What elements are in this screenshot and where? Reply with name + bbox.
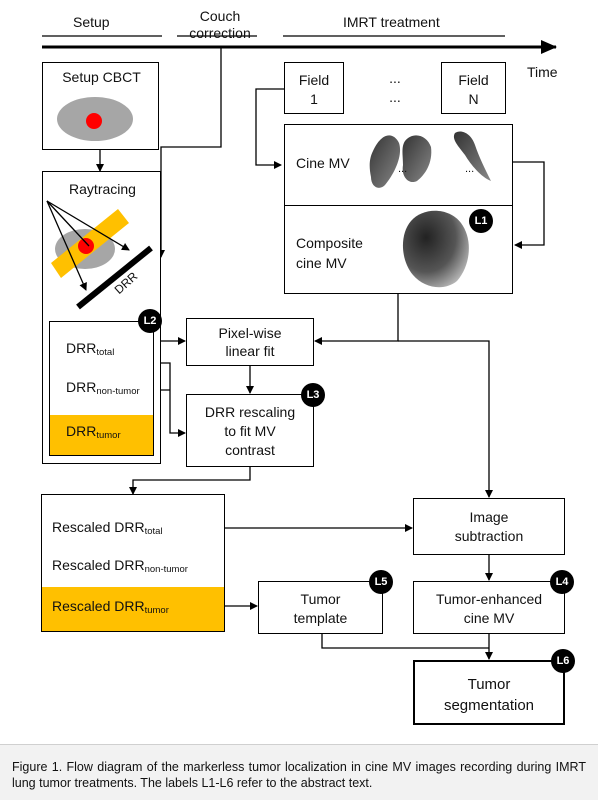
composite-to-subtraction-arrow xyxy=(398,340,493,498)
drr-list-box: DRRtotal DRRnon-tumor DRRtumor xyxy=(49,321,154,456)
rescaled-total-main: Rescaled DRR xyxy=(52,519,145,535)
label-l5-badge: L5 xyxy=(369,570,393,594)
tumor-segmentation-line2: segmentation xyxy=(443,697,535,714)
drr-nontumor-sub: non-tumor xyxy=(96,386,140,397)
setup-cbct-label: Setup CBCT xyxy=(62,69,141,85)
rescale-to-rescaled-arrow xyxy=(129,467,251,495)
drr-rescaling-line2: to fit MV xyxy=(224,423,276,439)
field1-to-cine-arrow xyxy=(255,88,284,169)
tumor-enhanced-line1: Tumor-enhanced xyxy=(435,591,543,607)
raytracing-illustration xyxy=(46,200,153,310)
composite-line1: Composite xyxy=(296,235,363,251)
tumor-template-line2: template xyxy=(293,610,348,626)
rescaled-nontumor-label: Rescaled DRRnon-tumor xyxy=(52,557,188,575)
pixel-fit-label: Pixel-wise linear fit xyxy=(187,324,313,360)
drr-rescaling-box: DRR rescaling to fit MV contrast xyxy=(186,394,314,467)
fields-dots-top: ... xyxy=(389,70,401,86)
rescaled-tumor-label: Rescaled DRRtumor xyxy=(52,598,169,616)
raytracing-title: Raytracing xyxy=(69,181,136,197)
tumor-enhanced-line2: cine MV xyxy=(463,610,515,626)
drr-total-main: DRR xyxy=(66,340,97,356)
composite-to-fit-arrow xyxy=(314,294,399,345)
couch-correction-connector xyxy=(157,47,222,258)
imrt-treatment-label: IMRT treatment xyxy=(343,14,440,30)
template-to-segmentation-line xyxy=(321,634,489,649)
composite-line2: cine MV xyxy=(296,255,347,271)
label-l3-badge: L3 xyxy=(301,383,325,407)
cine-mv-box: Cine MV ... ... Composite cine MV xyxy=(284,124,513,294)
fields-dots-bottom: ... xyxy=(389,89,401,105)
drr-tumor-label: DRRtumor xyxy=(66,423,121,441)
field-1-line1: Field xyxy=(298,72,330,88)
drr-rescaling-line1: DRR rescaling xyxy=(204,404,296,420)
field-n-line1: Field xyxy=(458,72,489,88)
tumor-enhanced-label: Tumor-enhanced cine MV xyxy=(414,590,564,628)
rescaled-tumor-main: Rescaled DRR xyxy=(52,598,145,614)
cine-to-composite-arrow xyxy=(513,161,545,249)
image-subtraction-label: Image subtraction xyxy=(414,508,564,546)
drr-tumor-main: DRR xyxy=(66,423,97,439)
label-l4-badge: L4 xyxy=(550,570,574,594)
rescaled-total-label: Rescaled DRRtotal xyxy=(52,519,163,537)
time-axis-label: Time xyxy=(527,64,558,80)
tumor-segmentation-line1: Tumor xyxy=(467,676,511,693)
cbct-body-image xyxy=(57,97,133,141)
tumor-template-label: Tumor template xyxy=(259,590,382,628)
setup-phase-label: Setup xyxy=(73,14,110,30)
pixel-fit-line1: Pixel-wise xyxy=(218,325,282,341)
field-n-line2: N xyxy=(468,91,479,107)
field-n-label: Field N xyxy=(442,71,505,109)
cine-mv-frames xyxy=(369,131,491,288)
cine-mv-label: Cine MV xyxy=(296,155,350,171)
tumor-segmentation-label: Tumor segmentation xyxy=(415,674,563,716)
setup-cbct-box: Setup CBCT xyxy=(42,62,159,150)
field-1-box: Field 1 xyxy=(284,62,344,114)
tumor-segmentation-box: Tumor segmentation xyxy=(413,660,565,725)
tumor-template-box: Tumor template xyxy=(258,581,383,634)
figure-caption: Figure 1. Flow diagram of the markerless… xyxy=(0,744,598,800)
couch-correction-label: Couch correction xyxy=(180,8,260,42)
rescaled-total-sub: total xyxy=(144,526,163,537)
raytracing-box: Raytracing DRR DRRtotal DRRnon-tumor DRR… xyxy=(42,171,161,464)
drr-total-label: DRRtotal xyxy=(66,340,114,358)
field-1-line2: 1 xyxy=(310,91,318,107)
couch-correction-line2: correction xyxy=(189,25,251,41)
rescaled-tumor-highlight xyxy=(42,587,224,631)
label-l2-badge: L2 xyxy=(138,309,162,333)
pixel-fit-box: Pixel-wise linear fit xyxy=(186,318,314,366)
composite-label: Composite cine MV xyxy=(296,233,363,273)
label-l6-badge: L6 xyxy=(551,649,575,673)
field-n-box: Field N xyxy=(441,62,506,114)
rescaled-nontumor-sub: non-tumor xyxy=(144,564,188,575)
cine-frame-dots-1: ... xyxy=(398,163,408,175)
drr-tumor-highlight xyxy=(50,415,153,455)
cine-divider xyxy=(285,205,512,206)
label-l1-badge: L1 xyxy=(469,209,493,233)
image-subtraction-line1: Image xyxy=(469,509,509,525)
cine-frame-dots-2: ... xyxy=(465,163,475,175)
drr-total-sub: total xyxy=(96,347,115,358)
drr-rescaling-label: DRR rescaling to fit MV contrast xyxy=(187,403,313,460)
couch-correction-line1: Couch xyxy=(199,8,241,24)
rescaled-drr-box: Rescaled DRRtotal Rescaled DRRnon-tumor … xyxy=(41,494,225,632)
rescaled-tumor-sub: tumor xyxy=(144,605,169,616)
image-subtraction-line2: subtraction xyxy=(454,528,524,544)
drr-rescaling-line3: contrast xyxy=(225,442,275,458)
drr-nontumor-label: DRRnon-tumor xyxy=(66,379,140,397)
rescaled-nontumor-main: Rescaled DRR xyxy=(52,557,145,573)
field-1-label: Field 1 xyxy=(285,71,343,109)
tumor-template-line1: Tumor xyxy=(300,591,341,607)
drr-tumor-sub: tumor xyxy=(96,430,121,441)
pixel-fit-line2: linear fit xyxy=(225,343,275,359)
image-subtraction-box: Image subtraction xyxy=(413,498,565,555)
drr-nontumor-main: DRR xyxy=(66,379,97,395)
tumor-enhanced-box: Tumor-enhanced cine MV xyxy=(413,581,565,634)
